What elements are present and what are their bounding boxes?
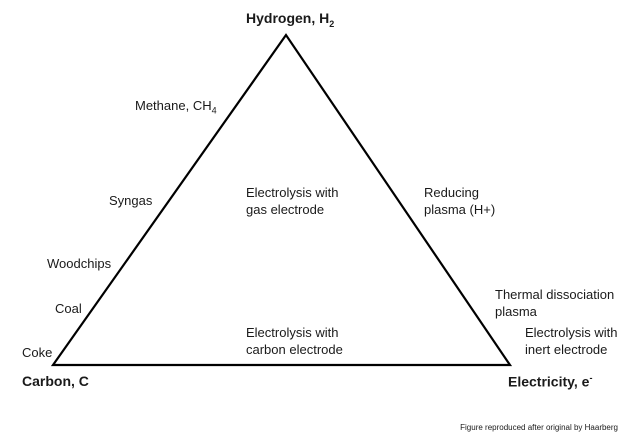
label-reducing-plasma: Reducing plasma (H+) bbox=[424, 185, 496, 217]
label-carbon-electrode: Electrolysis with carbon electrode bbox=[246, 325, 343, 357]
triangle-outline bbox=[50, 33, 513, 367]
footnote: Figure reproduced after original by Haar… bbox=[460, 423, 618, 432]
label-gas-electrode: Electrolysis with gas electrode bbox=[246, 185, 339, 217]
vertex-hydrogen: Hydrogen, H2 bbox=[246, 10, 335, 29]
label-coal: Coal bbox=[55, 301, 82, 316]
label-syngas: Syngas bbox=[109, 193, 153, 208]
label-methane: Methane, CH4 bbox=[135, 98, 217, 116]
label-inert-electrode: Electrolysis with inert electrode bbox=[525, 325, 618, 357]
vertex-electricity: Electricity, e- bbox=[508, 373, 593, 390]
label-coke: Coke bbox=[22, 345, 53, 360]
vertex-carbon: Carbon, C bbox=[22, 373, 89, 389]
label-woodchips: Woodchips bbox=[47, 256, 112, 271]
label-thermal-dissociation: Thermal dissociation plasma bbox=[495, 287, 615, 319]
